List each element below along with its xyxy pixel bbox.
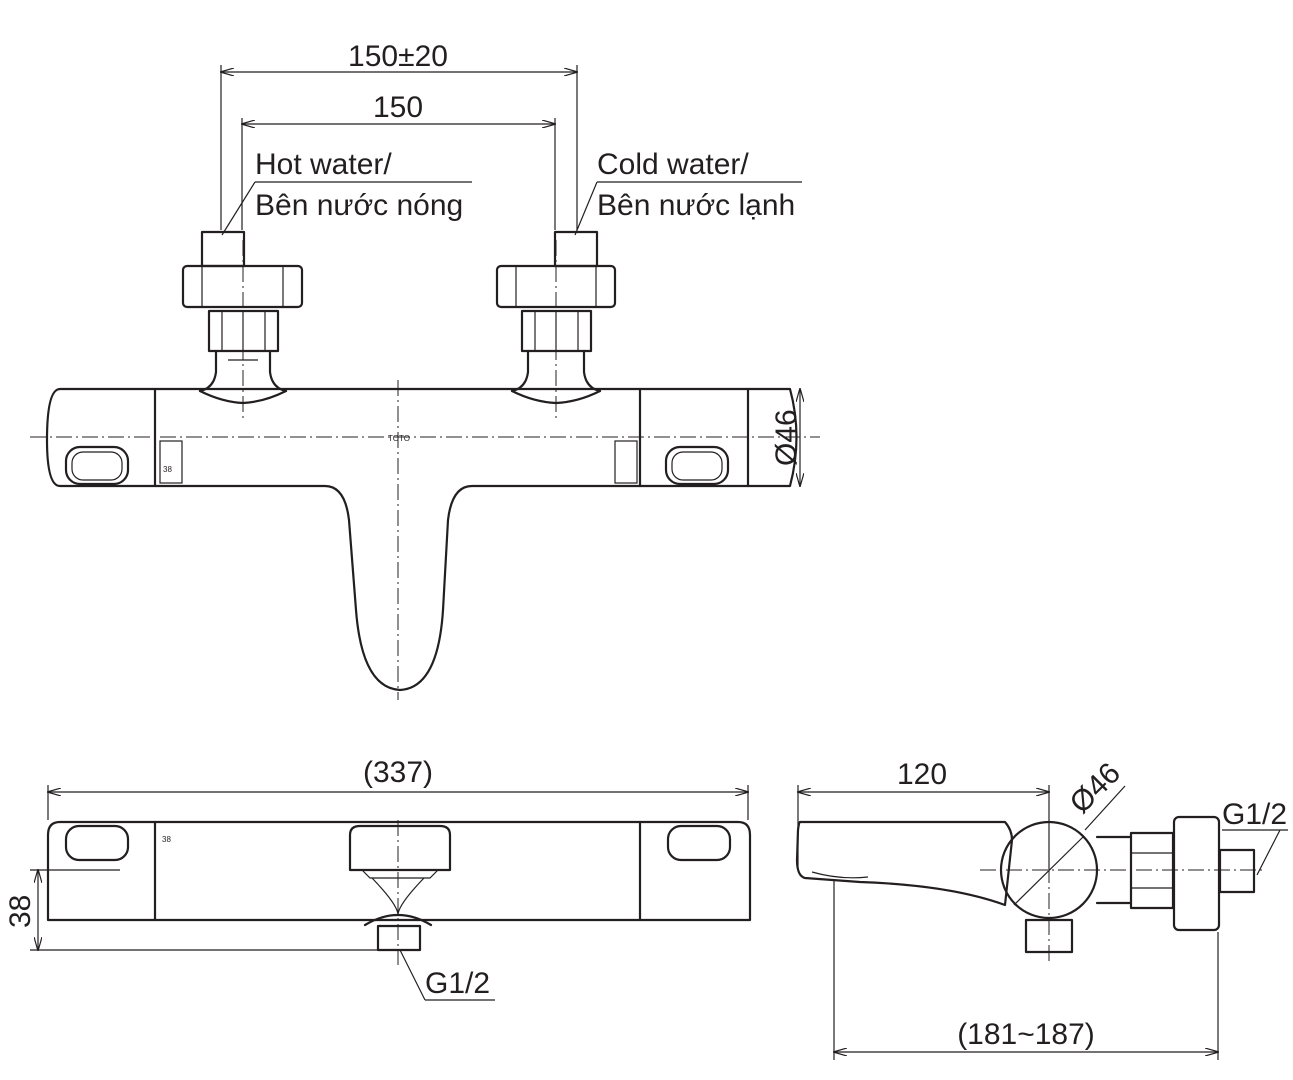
height-label: 38 (4, 895, 37, 928)
dim-outer-label: 150±20 (348, 40, 448, 73)
bottom-temp-mark: 38 (162, 835, 171, 844)
cold-label-line1: Cold water/ (597, 148, 749, 181)
front-diameter-label: Ø46 (770, 409, 803, 466)
hot-label-line1: Hot water/ (255, 148, 392, 181)
dim-length: (337) (48, 756, 748, 820)
dim-inner-width: 150 (242, 91, 555, 230)
length-label: (337) (363, 756, 433, 789)
dim-diameter-front: Ø46 (770, 389, 803, 486)
dim-outer-width: 150±20 (221, 40, 577, 230)
front-view: 150±20 150 Hot water/ Bên nước nóng Cold… (30, 40, 820, 700)
dim-height: 38 (4, 870, 378, 950)
bottom-view: (337) 38 38 G1/2 (4, 756, 752, 1001)
cold-water-callout: Cold water/ Bên nước lạnh (574, 148, 802, 236)
projection-label: 120 (897, 758, 947, 791)
front-brand-mark: TOTO (388, 434, 410, 443)
inlet-thread-label: G1/2 (1222, 798, 1287, 831)
total-depth-label: (181~187) (957, 1018, 1095, 1051)
dim-diameter-side: Ø46 (1064, 757, 1127, 831)
outlet-thread-callout: G1/2 (399, 949, 495, 1001)
dim-total-depth: (181~187) (834, 880, 1218, 1060)
side-diameter-label: Ø46 (1064, 757, 1127, 820)
front-temp-mark: 38 (163, 465, 172, 474)
hot-label-line2: Bên nước nóng (255, 189, 463, 222)
side-view: 120 Ø46 G1/2 (795, 757, 1288, 1060)
hot-water-callout: Hot water/ Bên nước nóng (221, 148, 472, 236)
outlet-thread-label: G1/2 (425, 967, 490, 1000)
inlet-thread-callout: G1/2 (1222, 798, 1288, 876)
cold-label-line2: Bên nước lạnh (597, 189, 795, 222)
dim-inner-label: 150 (373, 91, 423, 124)
valve-body: 38 TOTO (45, 387, 798, 692)
